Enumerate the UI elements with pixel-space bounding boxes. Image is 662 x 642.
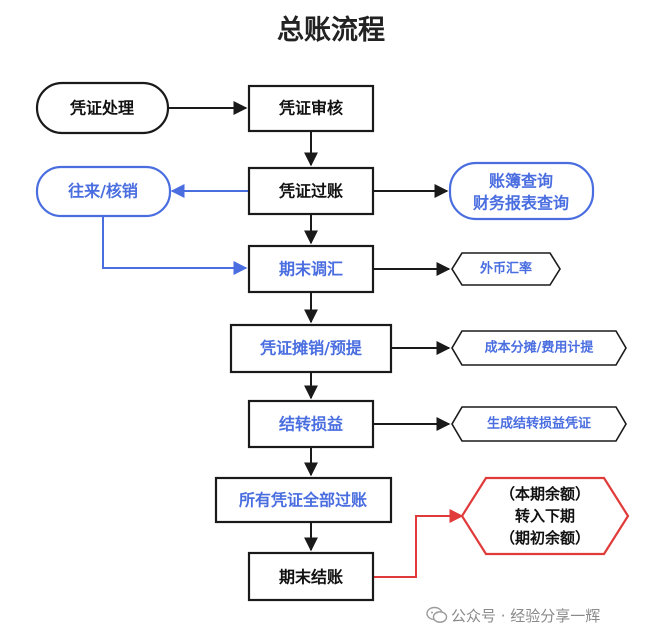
- node-ledger-query: [448, 161, 595, 221]
- node-balance-transfer: [460, 476, 630, 556]
- node-fx-rate: [451, 252, 561, 286]
- watermark: 公众号 · 经验分享一辉: [426, 605, 600, 626]
- label-ar-ap-writeoff: 往来/核销: [68, 182, 138, 201]
- label-ledger-query-2: 财务报表查询: [472, 194, 569, 213]
- diagram-title: 总账流程: [277, 15, 385, 46]
- node-labels: 凭证处理 凭证审核 凭证过账 往来/核销 账簿查询 财务报表查询 期末调汇 外币…: [68, 99, 594, 587]
- arrow-writeoff-to-fx: [102, 216, 248, 275]
- node-period-end-fx: [247, 244, 375, 294]
- node-ar-ap-writeoff: [35, 165, 172, 218]
- node-carry-forward-pl: [247, 399, 375, 449]
- label-period-close: 期末结账: [279, 568, 343, 587]
- node-shapes: [35, 81, 630, 602]
- node-amortize-accrue: [229, 323, 393, 374]
- node-cost-allocation: [451, 330, 627, 366]
- node-voucher-processing: [35, 81, 170, 135]
- connectors: [102, 101, 464, 578]
- label-ledger-query-1: 账簿查询: [489, 172, 553, 191]
- label-amortize-accrue: 凭证摊销/预提: [259, 339, 363, 358]
- arrow-close-to-balance: [373, 509, 464, 578]
- label-balance-2: 转入下期: [515, 507, 575, 525]
- node-voucher-posting: [247, 166, 375, 216]
- label-voucher-processing: 凭证处理: [69, 99, 134, 118]
- label-balance-3: （期初余额）: [500, 529, 590, 547]
- label-period-end-fx: 期末调汇: [279, 260, 343, 279]
- label-voucher-posting: 凭证过账: [278, 182, 343, 201]
- label-post-all: 所有凭证全部过账: [239, 491, 367, 510]
- watermark-text: 公众号 · 经验分享一辉: [451, 607, 601, 625]
- label-generate-voucher: 生成结转损益凭证: [487, 416, 591, 432]
- node-voucher-review: [247, 84, 375, 133]
- wechat-icon: [426, 606, 448, 623]
- node-period-close: [247, 551, 375, 602]
- label-fx-rate: 外币汇率: [479, 261, 532, 277]
- label-cost-allocation: 成本分摊/费用计提: [485, 340, 595, 356]
- label-voucher-review: 凭证审核: [278, 99, 343, 118]
- label-carry-forward-pl: 结转损益: [278, 415, 343, 434]
- node-post-all: [214, 476, 393, 524]
- node-generate-voucher: [451, 406, 627, 442]
- label-balance-1: （本期余额）: [500, 485, 590, 503]
